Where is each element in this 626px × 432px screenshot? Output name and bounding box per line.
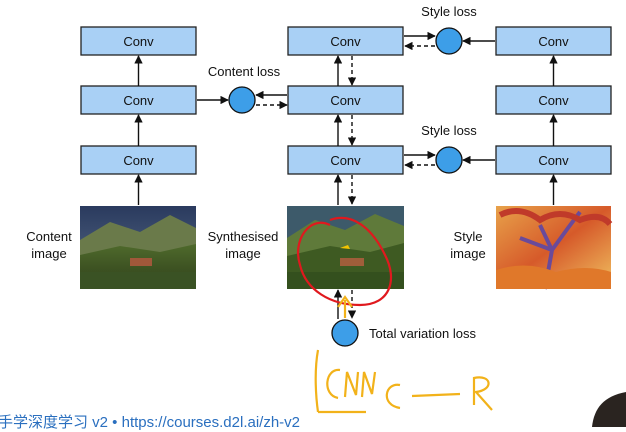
content-image-label-1: Content	[26, 229, 72, 244]
synthesised-image-label-2: image	[225, 246, 260, 261]
style-loss-node	[435, 27, 463, 55]
conv-label: Conv	[123, 93, 154, 108]
content-image	[80, 206, 196, 289]
total-variation-loss-label: Total variation loss	[369, 326, 476, 341]
conv-block: Conv	[287, 26, 404, 56]
style-loss-node	[435, 146, 463, 174]
style-image	[496, 206, 613, 290]
conv-block: Conv	[495, 26, 612, 56]
content-loss-label: Content loss	[208, 64, 281, 79]
footer-caption: 手学深度学习 v2 • https://courses.d2l.ai/zh-v2	[0, 414, 301, 431]
conv-label: Conv	[330, 34, 361, 49]
conv-label: Conv	[538, 34, 569, 49]
content-loss-node	[228, 86, 256, 114]
conv-block: Conv	[80, 26, 197, 56]
style-image-label-1: Style	[454, 229, 483, 244]
total-variation-loss-node	[331, 319, 359, 347]
conv-label: Conv	[123, 153, 154, 168]
conv-label: Conv	[330, 93, 361, 108]
conv-block: Conv	[495, 85, 612, 115]
conv-block: Conv	[495, 145, 612, 175]
conv-label: Conv	[330, 153, 361, 168]
synthesised-image	[287, 206, 404, 289]
content-image-label-2: image	[31, 246, 66, 261]
conv-block: Conv	[80, 145, 197, 175]
conv-label: Conv	[123, 34, 154, 49]
presenter-corner	[592, 392, 626, 427]
conv-block: Conv	[80, 85, 197, 115]
synthesised-image-label-1: Synthesised	[208, 229, 279, 244]
conv-block: Conv	[287, 145, 404, 175]
style-loss-label: Style loss	[421, 123, 477, 138]
conv-block: Conv	[287, 85, 404, 115]
conv-label: Conv	[538, 93, 569, 108]
style-loss-label: Style loss	[421, 4, 477, 19]
conv-label: Conv	[538, 153, 569, 168]
handwritten-annotation	[297, 216, 493, 414]
style-image-label-2: image	[450, 246, 485, 261]
